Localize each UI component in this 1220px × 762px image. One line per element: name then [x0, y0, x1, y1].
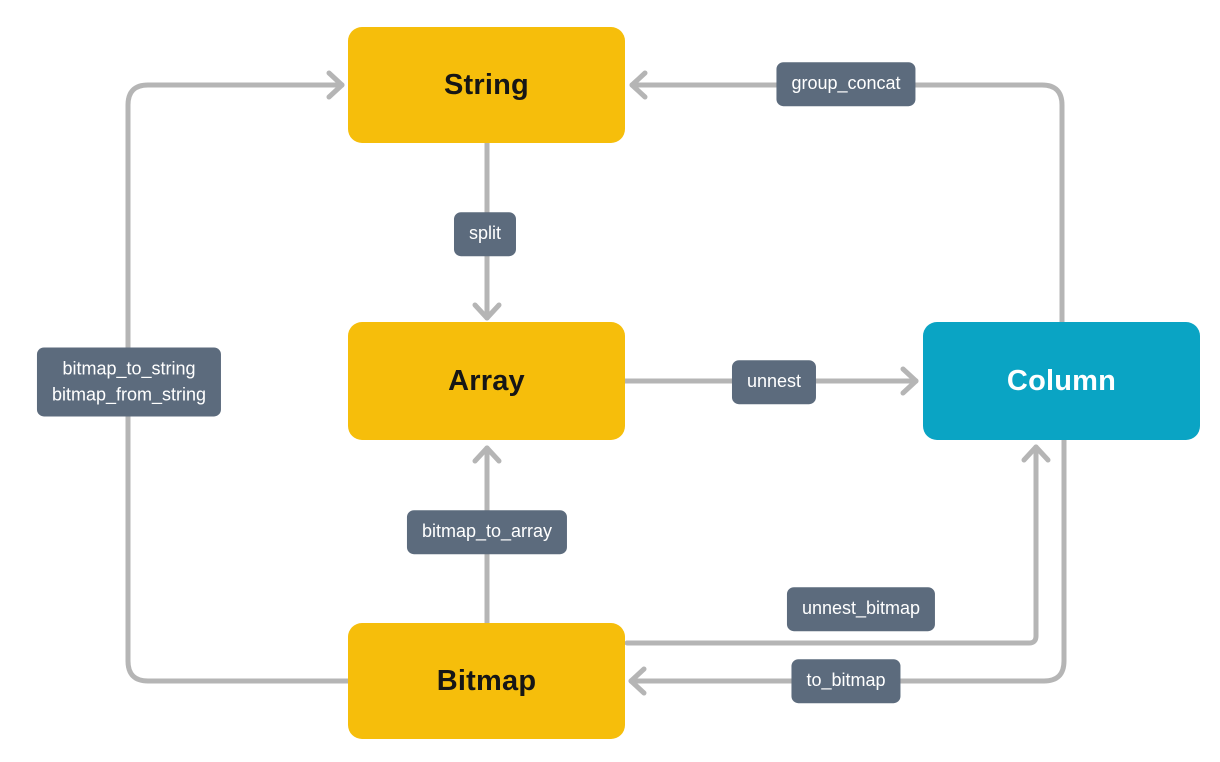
- node-string: String: [348, 27, 625, 143]
- edge-unnest-bitmap-line: [624, 444, 1039, 646]
- node-array: Array: [348, 322, 625, 440]
- arrow-right-icon: [326, 70, 345, 100]
- edge-label-group-concat: group_concat: [776, 62, 916, 106]
- arrow-up-icon: [1021, 444, 1051, 463]
- edge-label-unnest-bitmap: unnest_bitmap: [786, 587, 936, 631]
- edge-to-bitmap-line: [628, 437, 1067, 684]
- edge-unnest-bitmap: [624, 444, 1051, 646]
- edge-label-bitmap-string: bitmap_to_string bitmap_from_string: [36, 347, 222, 417]
- edge-group-concat-line: [629, 82, 1065, 325]
- arrow-left-icon: [629, 70, 648, 100]
- edge-to-bitmap: [628, 437, 1067, 696]
- edge-label-unnest: unnest: [731, 360, 817, 404]
- arrow-right-icon: [900, 366, 919, 396]
- edge-label-to-bitmap: to_bitmap: [791, 659, 901, 703]
- arrow-up-icon: [472, 445, 502, 464]
- edge-label-bitmap-to-array: bitmap_to_array: [406, 510, 568, 554]
- arrow-left-icon: [628, 666, 647, 696]
- node-bitmap: Bitmap: [348, 623, 625, 739]
- edge-label-bitmap-from-string: bitmap_from_string: [51, 384, 207, 404]
- edge-label-split: split: [453, 212, 517, 256]
- edge-label-bitmap-to-string: bitmap_to_string: [62, 358, 196, 379]
- edge-group-concat: [629, 70, 1065, 325]
- arrow-down-icon: [472, 302, 502, 321]
- node-column: Column: [923, 322, 1200, 440]
